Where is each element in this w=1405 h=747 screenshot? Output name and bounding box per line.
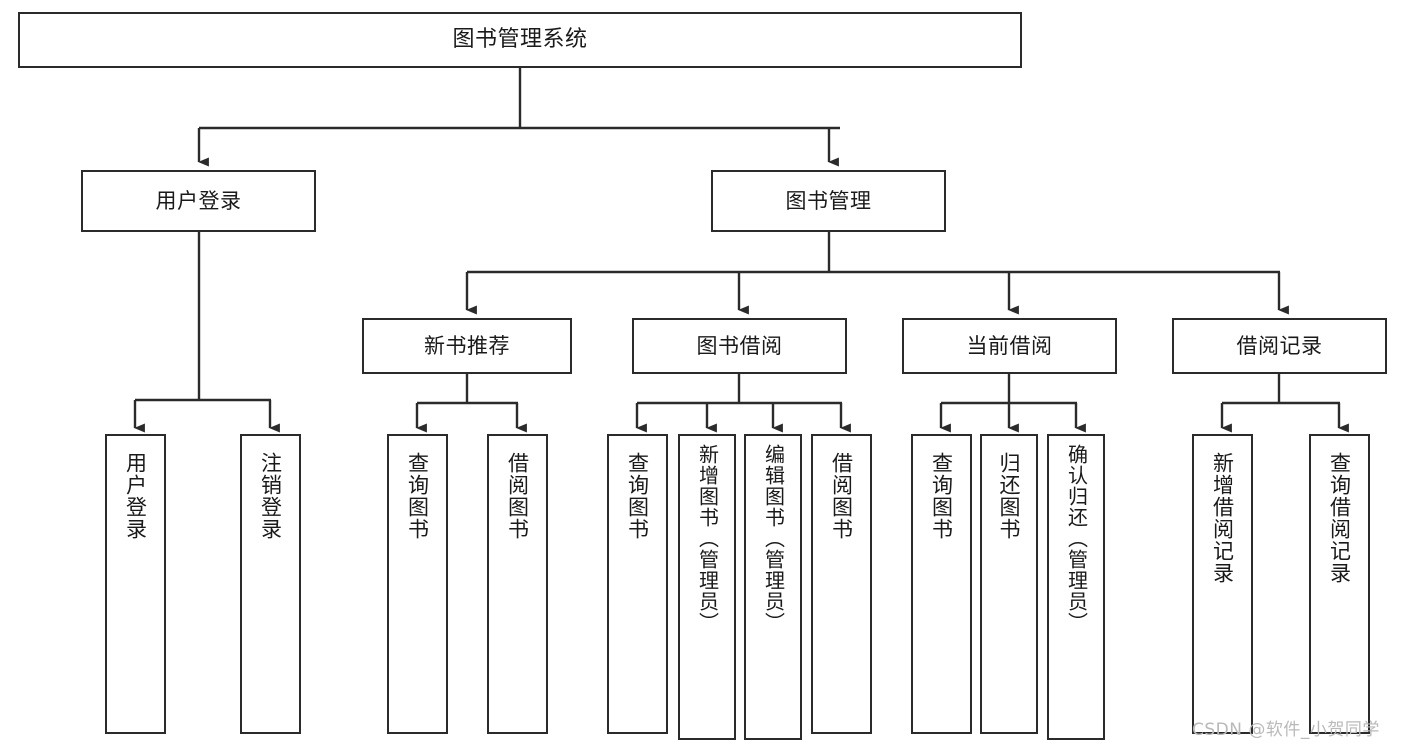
node-label: 借阅图书 [505, 452, 530, 540]
node-book-manage[interactable]: 图书管理 [711, 170, 946, 232]
node-label: 查询图书 [929, 452, 954, 540]
node-label: 编辑图书（管理员） [761, 444, 786, 633]
node-borrow-record[interactable]: 借阅记录 [1172, 318, 1387, 374]
node-label: 确认归还（管理员） [1064, 444, 1089, 633]
leaf-query-book-current[interactable]: 查询图书 [911, 434, 972, 734]
node-label: 图书借阅 [696, 333, 783, 358]
leaf-edit-book[interactable]: 编辑图书（管理员） [744, 434, 802, 740]
leaf-add-borrow-record[interactable]: 新增借阅记录 [1192, 434, 1253, 734]
node-label: 借阅记录 [1236, 333, 1323, 358]
node-current-borrow[interactable]: 当前借阅 [902, 318, 1117, 374]
watermark-text: CSDN @软件_小贺同学 [1192, 720, 1380, 740]
node-root-book-management-system[interactable]: 图书管理系统 [18, 12, 1022, 68]
node-label: 当前借阅 [966, 333, 1053, 358]
node-label: 用户登录 [155, 188, 242, 213]
node-label: 图书管理 [785, 188, 872, 213]
leaf-borrow-book[interactable]: 借阅图书 [811, 434, 872, 734]
leaf-query-borrow-record[interactable]: 查询借阅记录 [1309, 434, 1370, 734]
node-label: 新增借阅记录 [1210, 452, 1235, 584]
node-label: 查询借阅记录 [1327, 452, 1352, 584]
leaf-user-login[interactable]: 用户登录 [105, 434, 166, 734]
node-label: 归还图书 [997, 452, 1022, 540]
node-label: 用户登录 [123, 452, 148, 540]
leaf-confirm-return[interactable]: 确认归还（管理员） [1047, 434, 1105, 740]
leaf-add-book[interactable]: 新增图书（管理员） [678, 434, 736, 740]
leaf-query-book-recommend[interactable]: 查询图书 [387, 434, 448, 734]
leaf-query-book-borrow[interactable]: 查询图书 [607, 434, 668, 734]
leaf-borrow-book-recommend[interactable]: 借阅图书 [487, 434, 548, 734]
node-user-login[interactable]: 用户登录 [81, 170, 316, 232]
node-label: 借阅图书 [829, 452, 854, 540]
leaf-return-book[interactable]: 归还图书 [980, 434, 1038, 734]
node-new-book-recommend[interactable]: 新书推荐 [362, 318, 572, 374]
node-book-borrow[interactable]: 图书借阅 [632, 318, 847, 374]
node-label: 注销登录 [258, 452, 283, 540]
leaf-user-logout[interactable]: 注销登录 [240, 434, 301, 734]
node-label: 新书推荐 [424, 333, 510, 358]
node-label: 图书管理系统 [452, 27, 588, 53]
node-label: 新增图书（管理员） [695, 444, 720, 633]
node-label: 查询图书 [625, 452, 650, 540]
node-label: 查询图书 [405, 452, 430, 540]
